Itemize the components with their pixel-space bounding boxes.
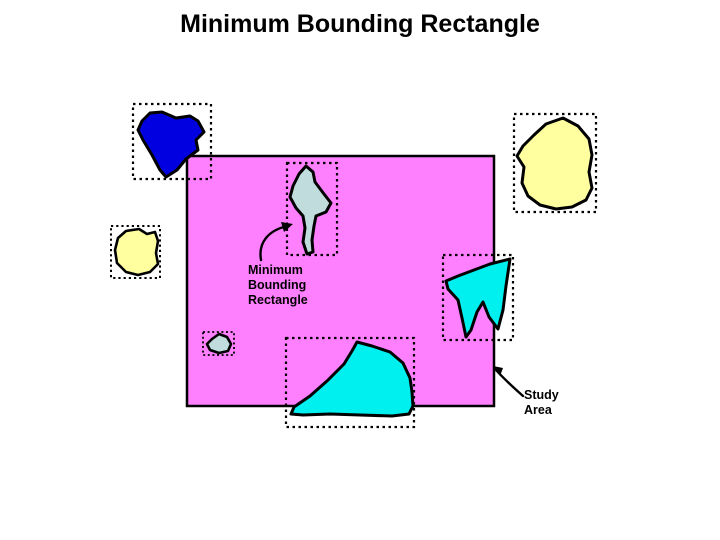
- feature-blue-polygon: [131, 102, 213, 181]
- feature-pale-polygon-small: [202, 331, 235, 356]
- study-area-callout-arrow: [493, 366, 525, 398]
- feature-cyan-polygon-large: [284, 336, 416, 429]
- polygon-shape-cyan-large: [289, 340, 415, 418]
- mbr-callout-arrow: [259, 222, 293, 262]
- feature-pale-polygon-tall: [285, 161, 339, 257]
- polygon-shape-blue: [136, 110, 206, 179]
- study-area-label: Study Area: [524, 388, 559, 417]
- polygon-shape-cyan-arrow: [444, 257, 512, 339]
- bounding-box-pale-polygon-tall: [285, 161, 339, 257]
- feature-yellow-polygon-small: [110, 225, 161, 279]
- page-title: Minimum Bounding Rectangle: [180, 10, 540, 38]
- minimum-bounding-rectangle-label: Minimum Bounding Rectangle: [248, 263, 308, 307]
- bounding-box-yellow-polygon-small: [110, 225, 161, 279]
- polygon-shape-yellow-large: [515, 116, 594, 211]
- polygon-shape-pale-small: [205, 332, 233, 355]
- feature-cyan-arrow-polygon: [441, 253, 515, 342]
- polygon-shape-pale-tall: [288, 164, 333, 256]
- polygon-shape-yellow-small: [113, 227, 160, 277]
- feature-yellow-polygon-large: [512, 112, 598, 214]
- bounding-box-blue-polygon: [131, 102, 213, 181]
- bounding-box-pale-polygon-small: [202, 331, 235, 356]
